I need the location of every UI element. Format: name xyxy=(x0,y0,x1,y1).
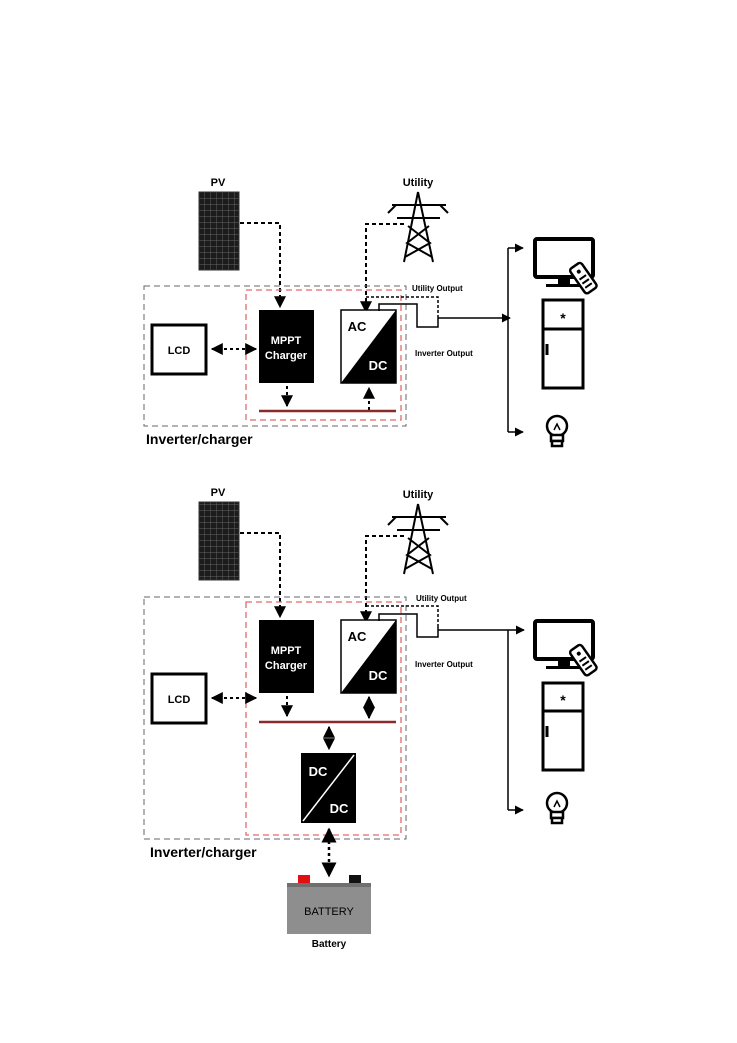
dcdc-top-label: DC xyxy=(309,764,328,779)
mppt-label-line1: MPPT xyxy=(271,335,302,347)
diagram-top: PV Utility LCD MPPT Charger AC DC Util xyxy=(144,177,598,447)
solar-panel-icon xyxy=(199,192,239,270)
pv-label: PV xyxy=(211,177,226,189)
battery-face-label: BATTERY xyxy=(304,906,354,918)
mppt-label-line1: MPPT xyxy=(271,645,302,657)
utility-label: Utility xyxy=(403,489,434,501)
dcdc-bottom-label: DC xyxy=(330,801,349,816)
utility-output-label: Utility Output xyxy=(412,284,463,293)
utility-to-acdc-arrow xyxy=(366,536,404,622)
lcd-label: LCD xyxy=(168,345,191,357)
svg-text:*: * xyxy=(560,310,566,326)
light-bulb-icon xyxy=(547,416,567,446)
svg-text:*: * xyxy=(560,692,566,708)
inverter-output-label: Inverter Output xyxy=(415,660,473,669)
transmission-tower-icon xyxy=(388,192,448,262)
battery-caption: Battery xyxy=(312,939,347,950)
utility-label: Utility xyxy=(403,177,434,189)
mppt-label-line2: Charger xyxy=(265,350,308,362)
ac-label: AC xyxy=(348,629,367,644)
battery-icon xyxy=(287,875,371,934)
solar-panel-icon xyxy=(199,502,239,580)
transmission-tower-icon xyxy=(388,504,448,574)
refrigerator-icon: * xyxy=(543,300,583,388)
system-label: Inverter/charger xyxy=(150,844,257,860)
pv-label: PV xyxy=(211,487,226,499)
light-bulb-icon xyxy=(547,793,567,823)
diagram-bottom: PV Utility LCD MPPT Charger AC DC xyxy=(144,487,598,950)
dc-label: DC xyxy=(369,668,388,683)
dc-label: DC xyxy=(369,358,388,373)
ac-label: AC xyxy=(348,319,367,334)
utility-to-acdc-arrow xyxy=(366,224,404,312)
utility-output-label: Utility Output xyxy=(416,594,467,603)
mppt-label-line2: Charger xyxy=(265,660,308,672)
system-label: Inverter/charger xyxy=(146,431,253,447)
refrigerator-icon: * xyxy=(543,683,583,770)
lcd-label: LCD xyxy=(168,694,191,706)
inverter-output-label: Inverter Output xyxy=(415,349,473,358)
